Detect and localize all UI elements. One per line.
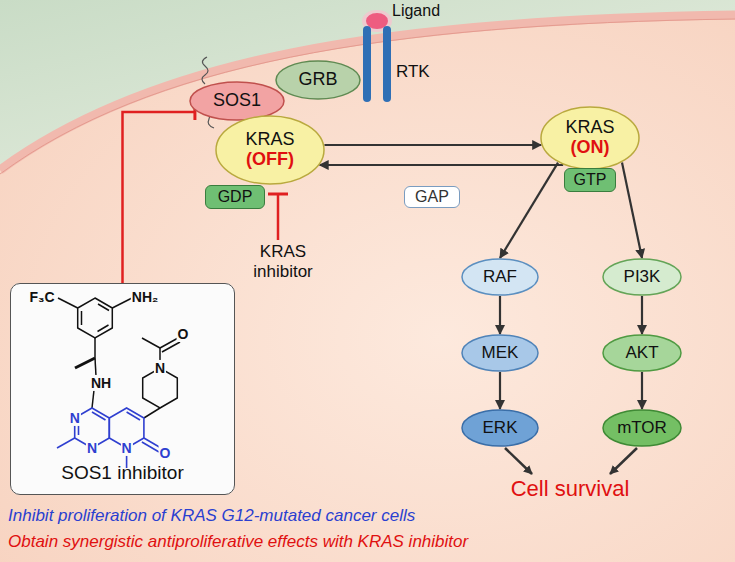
node-text: GDP xyxy=(218,188,253,206)
activation-arrow xyxy=(499,372,501,409)
membrane-edge xyxy=(0,19,735,174)
activation-arrow xyxy=(500,163,558,258)
adaptor-protein: GRB xyxy=(275,60,361,100)
summary-note: Obtain synergistic antiproliferative eff… xyxy=(8,532,468,552)
atom-label: O xyxy=(159,445,172,461)
node-text: SOS1 xyxy=(213,91,261,111)
pathway-arrow xyxy=(505,448,532,474)
kras-on-state: KRAS(ON) xyxy=(540,106,640,170)
node-text: (ON) xyxy=(571,138,610,158)
outcome-label: Cell survival xyxy=(511,476,630,501)
inhibitor-box: SOS1 inhibitor xyxy=(10,283,235,495)
node-text: (OFF) xyxy=(246,150,294,170)
gap-box: GAP xyxy=(404,186,460,208)
inhibition-bar xyxy=(268,193,288,196)
extracellular-space xyxy=(0,0,735,170)
ligand-blob xyxy=(366,13,388,29)
node-text: PI3K xyxy=(624,268,661,287)
kras-off-state: KRAS(OFF) xyxy=(215,115,325,185)
node-text: GTP xyxy=(574,171,607,189)
receptor-label: RTK xyxy=(396,62,430,82)
inhibition-line xyxy=(277,195,280,240)
atom-label: NH xyxy=(90,375,112,391)
kinase-node: PI3K xyxy=(602,258,682,296)
node-text: GAP xyxy=(415,188,449,206)
gef-protein: SOS1 xyxy=(189,81,285,121)
chemical-structure xyxy=(58,298,180,418)
node-text: AKT xyxy=(625,344,658,363)
inhibitor-box-fill xyxy=(10,283,235,495)
pyridopyrimidine-core xyxy=(57,408,161,468)
kinase-node: ERK xyxy=(461,409,539,447)
node-text: GRB xyxy=(298,70,337,90)
lipid-anchor xyxy=(202,57,208,84)
kinase-node: mTOR xyxy=(602,409,682,447)
kinase-node: AKT xyxy=(602,334,682,372)
pathway-arrow xyxy=(610,448,637,474)
atom-label: N xyxy=(121,440,133,456)
receptor-bar xyxy=(383,26,391,102)
atom-label: O xyxy=(177,326,190,342)
atom-label: NH₂ xyxy=(131,289,159,305)
node-text: mTOR xyxy=(617,419,667,438)
ligand-label: Ligand xyxy=(392,2,440,20)
node-text: SOS1 inhibitor xyxy=(61,463,184,484)
activation-arrow xyxy=(324,144,541,146)
receptor-bar xyxy=(363,26,371,102)
atom-label: N xyxy=(154,360,166,376)
inhibitor-label: KRAS inhibitor xyxy=(241,242,325,281)
atom-label: F₃C xyxy=(28,289,55,305)
activation-arrow xyxy=(499,296,501,334)
activation-arrow xyxy=(622,163,642,258)
kinase-node: RAF xyxy=(461,258,539,296)
activation-arrow xyxy=(641,296,643,334)
node-text: KRAS xyxy=(565,118,614,138)
kinase-node: MEK xyxy=(461,334,539,372)
nucleotide-box: GDP xyxy=(205,185,265,209)
atom-label: N xyxy=(86,440,98,456)
atom-label: N xyxy=(69,410,81,426)
node-text: MEK xyxy=(482,344,519,363)
node-text: RAF xyxy=(483,268,517,287)
inhibition-connector xyxy=(123,112,195,283)
activation-arrow xyxy=(641,372,643,409)
node-text: ERK xyxy=(483,419,518,438)
summary-note: Inhibit proliferation of KRAS G12-mutate… xyxy=(8,506,415,526)
cell-membrane xyxy=(0,15,735,170)
node-text: KRAS xyxy=(245,130,294,150)
activation-arrow xyxy=(320,164,563,166)
nucleotide-box: GTP xyxy=(564,168,616,192)
